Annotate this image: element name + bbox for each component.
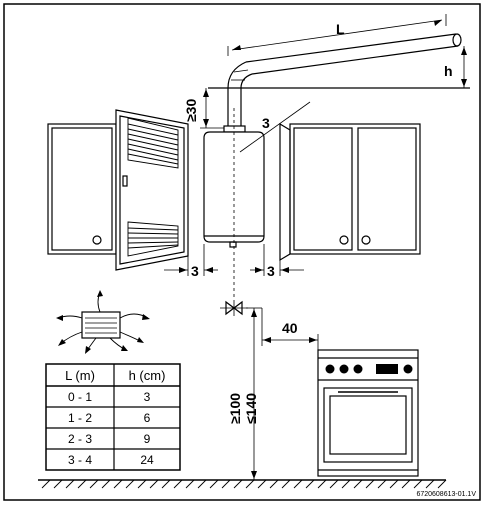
open-cabinet-door xyxy=(115,109,189,271)
figure-id: 6720608613-01.1V xyxy=(416,491,476,498)
floor xyxy=(38,479,447,489)
table-cell: 6 xyxy=(144,411,151,425)
table-cell: 0 - 1 xyxy=(68,390,92,404)
pipe-rise-table xyxy=(45,363,181,471)
length-dimension xyxy=(227,14,447,56)
table-cell: 3 - 4 xyxy=(68,453,92,467)
table-header-rise: h (cm) xyxy=(129,368,166,383)
height-dimension xyxy=(246,307,262,480)
rise-dimension xyxy=(461,46,467,88)
length-label: L xyxy=(336,21,345,37)
stove-clearance-dimension xyxy=(261,308,319,350)
height-min-label: ≥100 xyxy=(227,393,243,424)
flue-pipe xyxy=(223,33,462,133)
height-max-label: ≤140 xyxy=(243,393,259,424)
clearance-above-label: ≥30 xyxy=(183,99,199,122)
table-cell: 1 - 2 xyxy=(68,411,92,425)
airflow-symbol xyxy=(56,290,150,354)
gap-label: 3 xyxy=(262,115,270,131)
stove xyxy=(317,349,419,477)
table-cell: 3 xyxy=(144,390,151,404)
table-cell: 9 xyxy=(144,432,151,446)
stove-clearance-label: 40 xyxy=(282,320,298,336)
rise-label: h xyxy=(444,63,453,79)
outer-border xyxy=(3,3,481,501)
side-gap-left-label: 3 xyxy=(191,263,199,279)
gap-leader-line xyxy=(239,101,311,153)
table-cell: 24 xyxy=(140,453,154,467)
table-cell: 2 - 3 xyxy=(68,432,92,446)
side-gap-right-label: 3 xyxy=(267,263,275,279)
left-cabinet xyxy=(47,123,117,255)
gas-valve-symbol xyxy=(220,300,248,316)
clearance-above-dimension xyxy=(200,88,224,129)
side-gap-right-dimension xyxy=(250,244,304,276)
right-cabinet xyxy=(279,122,421,262)
table-text: L (m) h (cm) 0 - 1 3 1 - 2 6 2 - 3 9 3 -… xyxy=(65,368,165,467)
table-header-length: L (m) xyxy=(65,368,95,383)
side-gap-left-dimension xyxy=(164,244,218,276)
